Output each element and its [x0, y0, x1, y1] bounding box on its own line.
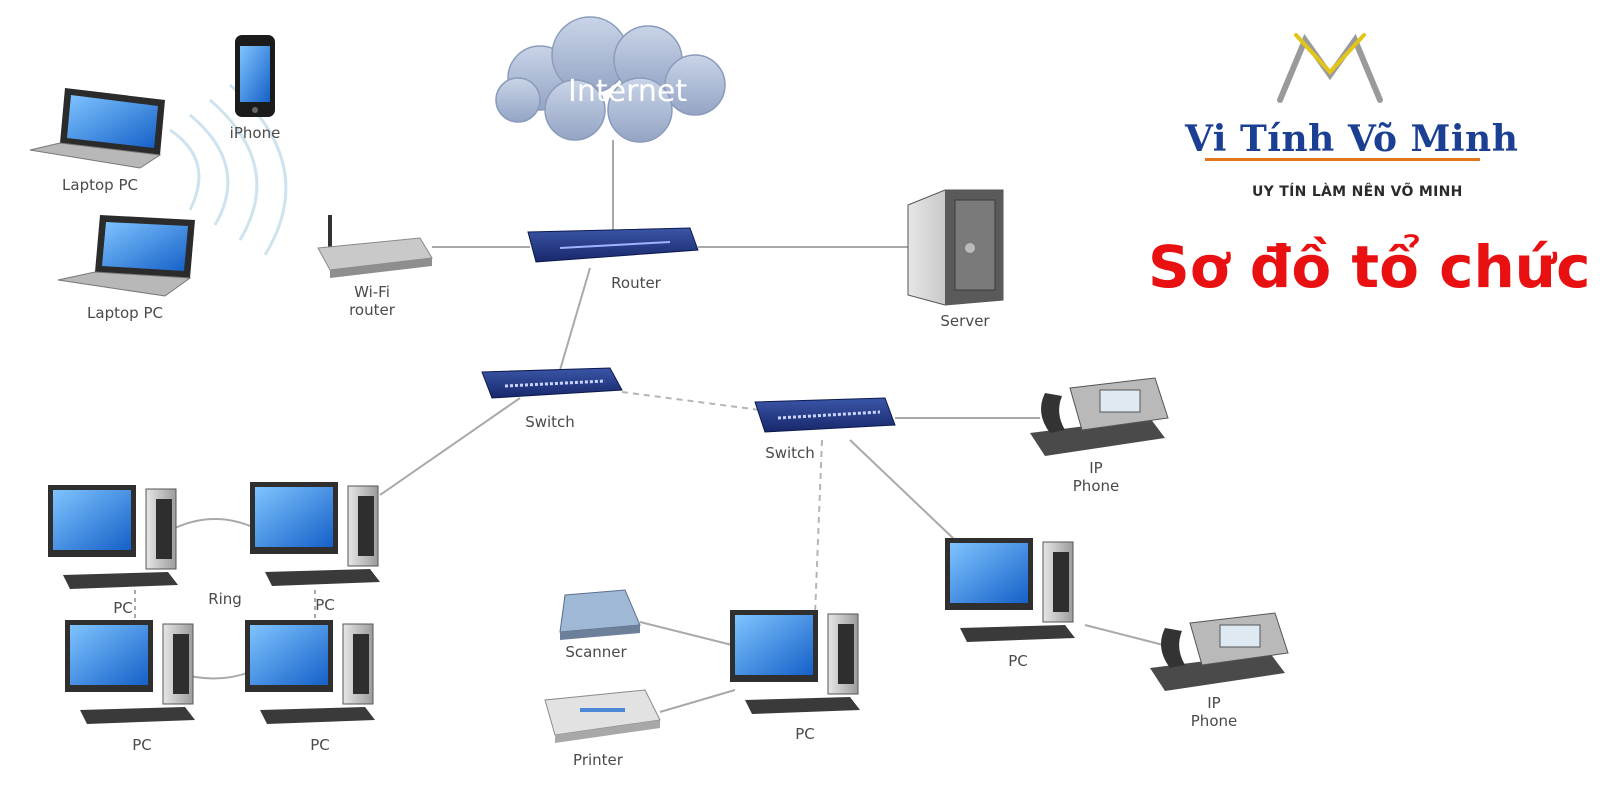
pc-label: PC — [315, 596, 335, 614]
switch-label: Switch — [765, 444, 815, 462]
brand-name: Vi Tính Võ Minh — [1185, 118, 1519, 160]
pc-label: PC — [310, 736, 330, 754]
ip-phone-icon — [1150, 612, 1289, 691]
pc-icon — [48, 485, 178, 589]
switch-icon — [754, 397, 896, 433]
internet-cloud-icon — [495, 16, 726, 143]
wifi-router-icon — [317, 215, 433, 278]
page-title: Sơ đồ tổ chức — [1148, 233, 1591, 301]
scanner-icon — [559, 589, 641, 640]
printer-icon — [544, 689, 661, 743]
switch-icon — [481, 367, 623, 399]
wifi-router-label: Wi-Fi router — [349, 283, 395, 319]
iphone-icon — [235, 35, 275, 117]
pc-icon — [65, 620, 195, 724]
wifi-signal-icon — [169, 83, 288, 256]
printer-label: Printer — [573, 751, 623, 769]
scanner-label: Scanner — [565, 643, 627, 661]
pc-label: PC — [1008, 652, 1028, 670]
pc-icon — [945, 538, 1075, 642]
vm-monogram-logo — [1277, 33, 1383, 103]
iphone-label: iPhone — [229, 124, 281, 142]
pc-label: PC — [132, 736, 152, 754]
ring-label: Ring — [208, 590, 242, 608]
laptop-label: Laptop PC — [62, 176, 138, 194]
pc-icon — [245, 620, 375, 724]
dashed-links — [621, 391, 823, 616]
laptop-label: Laptop PC — [87, 304, 163, 322]
pc-icon — [250, 482, 380, 586]
laptop-icon — [29, 88, 165, 169]
brand-tagline: UY TÍN LÀM NÊN VÕ MINH — [1252, 184, 1463, 200]
router-icon — [527, 227, 699, 263]
pc-icon — [730, 610, 860, 714]
internet-label: Internet — [568, 74, 688, 109]
ip-phone-label: IP Phone — [1190, 694, 1238, 730]
router-label: Router — [611, 274, 661, 292]
brand-underline — [1205, 158, 1480, 161]
ip-phone-label: IP Phone — [1072, 459, 1120, 495]
laptop-icon — [57, 215, 195, 297]
pc-label: PC — [795, 725, 815, 743]
switch-label: Switch — [525, 413, 575, 431]
server-icon — [907, 189, 1004, 306]
pc-label: PC — [113, 599, 133, 617]
ip-phone-icon — [1030, 377, 1169, 456]
server-label: Server — [940, 312, 990, 330]
